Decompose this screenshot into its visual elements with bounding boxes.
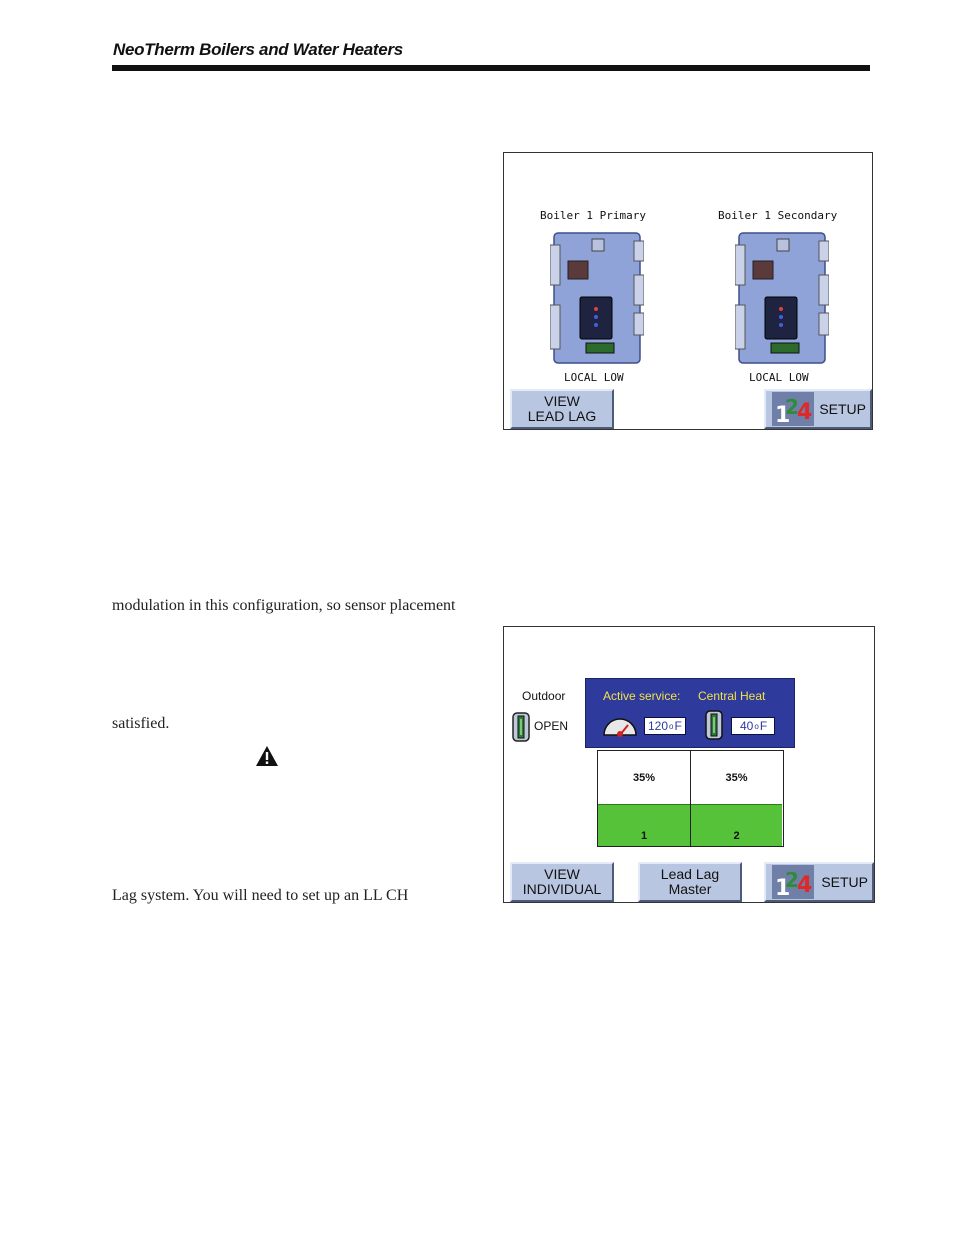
boiler-status-primary: LOCAL LOW: [564, 371, 624, 384]
gauge-icon: [603, 718, 637, 737]
boiler-label-secondary: Boiler 1 Secondary: [718, 209, 838, 222]
boiler-status-secondary: LOCAL LOW: [749, 371, 809, 384]
view-individual-button[interactable]: VIEW INDIVIDUAL: [510, 862, 614, 902]
boiler-rate-percent: 35%: [632, 772, 656, 784]
header-rule: [112, 65, 870, 71]
svg-text:4: 4: [797, 400, 812, 425]
svg-text:4: 4: [797, 873, 812, 898]
outdoor-sensor-icon: [512, 712, 530, 742]
boiler-rate-bar-1[interactable]: 35% 1: [598, 751, 690, 846]
boiler-rate-percent: 35%: [725, 772, 748, 784]
boiler-rate-bars: 35% 1 35% 2: [597, 750, 784, 847]
view-lead-lag-button[interactable]: VIEW LEAD LAG: [510, 389, 614, 429]
setup-numbers-icon: 1 2 4: [772, 392, 814, 426]
active-service-value: Central Heat: [698, 689, 766, 703]
svg-text:1: 1: [775, 876, 790, 899]
boiler-rate-fill: [598, 804, 690, 846]
outdoor-label: Outdoor: [522, 689, 566, 703]
setup-button[interactable]: 1 2 4 SETUP: [764, 862, 874, 902]
svg-text:1: 1: [775, 403, 790, 426]
outdoor-sensor-icon: [705, 710, 723, 740]
boiler-overview-screen: Boiler 1 Primary Boiler 1 Secondary LOCA…: [503, 152, 873, 430]
active-service-label: Active service:: [603, 689, 681, 703]
controller-board-icon[interactable]: [735, 231, 829, 365]
warning-icon: [256, 746, 278, 766]
outdoor-status: OPEN: [534, 719, 569, 733]
body-text-line: modulation in this configuration, so sen…: [112, 597, 456, 614]
boiler-label-primary: Boiler 1 Primary: [540, 209, 646, 222]
body-text-line: Lag system. You will need to set up an L…: [112, 887, 409, 904]
svg-text:2: 2: [785, 868, 799, 892]
controller-board-icon[interactable]: [550, 231, 644, 365]
boiler-rate-bar-2[interactable]: 35% 2: [690, 751, 782, 846]
svg-text:2: 2: [785, 395, 799, 419]
setup-numbers-icon: 1 2 4: [772, 865, 814, 899]
boiler-rate-fill: [691, 804, 782, 846]
lead-lag-status-screen: Outdoor OPEN Active service: Central Hea…: [503, 626, 875, 903]
boiler-number: 2: [733, 830, 740, 842]
setup-button[interactable]: 1 2 4 SETUP: [764, 389, 872, 429]
body-text-line: satisfied.: [112, 715, 170, 732]
page-header-title: NeoTherm Boilers and Water Heaters: [113, 40, 403, 59]
lead-lag-master-button[interactable]: Lead Lag Master: [638, 862, 742, 902]
boiler-number: 1: [640, 830, 648, 842]
